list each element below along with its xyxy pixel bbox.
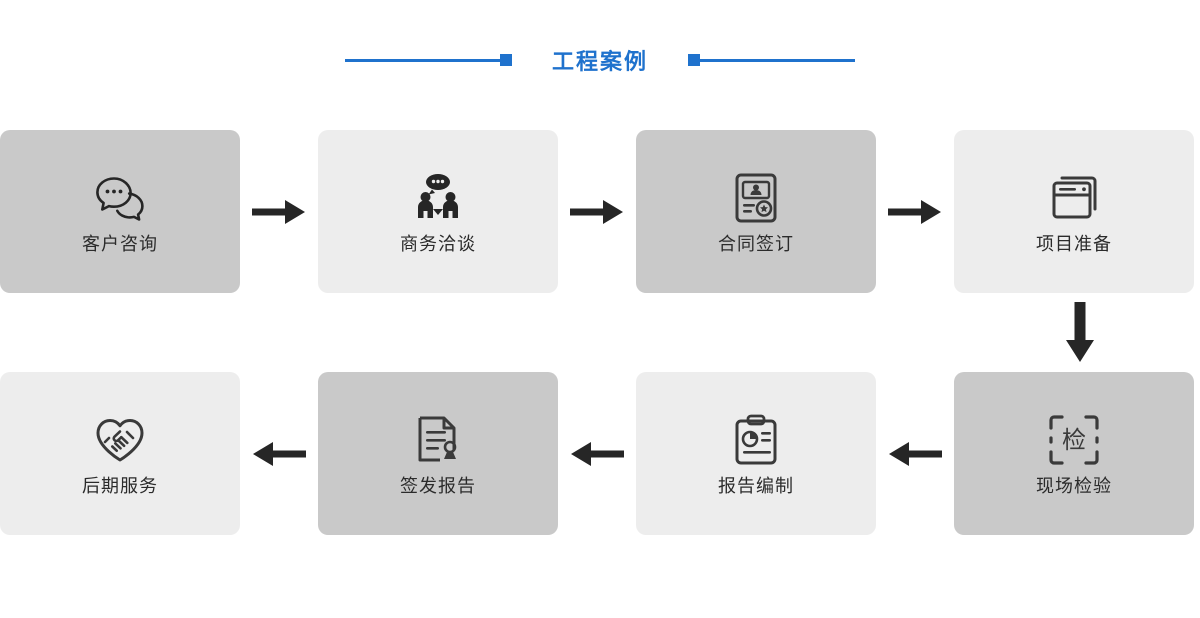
process-flow-diagram: 客户咨询 商务 <box>0 130 1200 535</box>
stacked-windows-icon <box>1047 171 1101 225</box>
flow-step-business-negotiation[interactable]: 商务洽谈 <box>318 130 558 293</box>
arrow-left-icon <box>253 441 306 466</box>
id-document-icon <box>729 171 783 225</box>
arrow-right-icon <box>570 199 623 224</box>
flow-step-issue-report[interactable]: 签发报告 <box>318 372 558 535</box>
page-title: 工程案例 <box>551 49 648 74</box>
header-rule-right-square-icon <box>688 54 700 66</box>
flow-step-customer-consultation[interactable]: 客户咨询 <box>0 130 240 293</box>
flow-step-report-preparation[interactable]: 报告编制 <box>636 372 876 535</box>
connector-arrow-right-2 <box>558 197 636 227</box>
header-rule-right-line <box>700 58 855 62</box>
handshake-heart-icon <box>93 413 147 467</box>
flow-step-label: 后期服务 <box>82 475 158 496</box>
connector-arrow-left-3 <box>240 439 318 469</box>
flow-row-top: 客户咨询 商务 <box>0 130 1200 293</box>
flow-step-label: 商务洽谈 <box>400 233 476 254</box>
chat-bubbles-icon <box>93 171 147 225</box>
flow-step-onsite-inspection[interactable]: 检 现场检验 <box>954 372 1194 535</box>
arrow-right-icon <box>252 199 305 224</box>
header-rule-right <box>688 54 855 66</box>
flow-step-project-preparation[interactable]: 项目准备 <box>954 130 1194 293</box>
connector-arrow-down-wrapper <box>0 293 1200 372</box>
flow-step-label: 现场检验 <box>1036 475 1112 496</box>
inspection-scan-icon: 检 <box>1047 413 1101 467</box>
flow-row-bottom: 后期服务 签发报告 <box>0 372 1200 535</box>
arrow-right-icon <box>888 199 941 224</box>
arrow-left-icon <box>889 441 942 466</box>
header-rule-left-line <box>344 58 500 62</box>
document-stamp-icon <box>411 413 465 467</box>
page-header: 工程案例 <box>0 38 1200 82</box>
flow-step-label: 合同签订 <box>718 233 794 254</box>
flow-step-label: 报告编制 <box>718 475 794 496</box>
connector-arrow-right-3 <box>876 197 954 227</box>
inspection-glyph: 检 <box>1062 426 1086 454</box>
arrow-down-icon <box>1066 301 1094 362</box>
flow-step-label: 签发报告 <box>400 475 476 496</box>
connector-arrow-down <box>960 301 1200 364</box>
flow-step-label: 项目准备 <box>1036 233 1112 254</box>
clipboard-chart-icon <box>729 413 783 467</box>
connector-arrow-right-1 <box>240 197 318 227</box>
flow-step-contract-signing[interactable]: 合同签订 <box>636 130 876 293</box>
connector-arrow-left-1 <box>876 439 954 469</box>
arrow-left-icon <box>571 441 624 466</box>
flow-step-label: 客户咨询 <box>82 233 158 254</box>
two-people-talking-icon <box>411 171 465 225</box>
header-rule-left-square-icon <box>499 54 512 66</box>
header-rule-left <box>344 54 512 66</box>
flow-row-gap <box>0 293 1200 372</box>
flow-step-after-sales-service[interactable]: 后期服务 <box>0 372 240 535</box>
connector-arrow-left-2 <box>558 439 636 469</box>
